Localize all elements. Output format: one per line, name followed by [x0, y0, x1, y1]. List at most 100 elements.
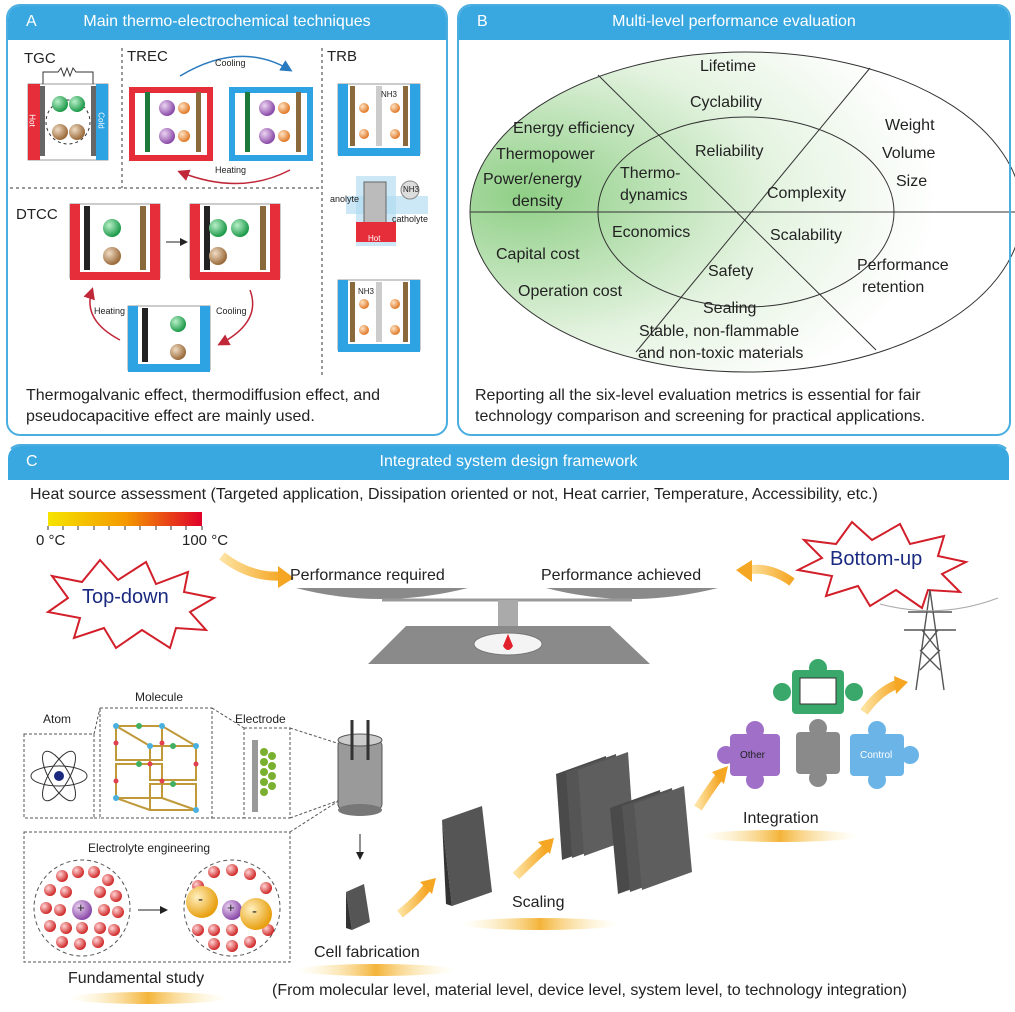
- power-tower: [879, 589, 999, 691]
- cation-symbol-right: +: [227, 900, 235, 915]
- metric-reliability: Reliability: [695, 143, 764, 160]
- label-hot-tgc: Hot: [27, 114, 37, 127]
- puzzle-other-label: Other: [740, 750, 766, 761]
- top-down-burst: [45, 558, 217, 650]
- scale-max-label: 100 °C: [182, 532, 229, 549]
- metric-safety: Safety: [708, 263, 754, 280]
- metric-power-energy: Power/energy: [483, 171, 582, 188]
- label-hot-flow: Hot: [368, 234, 381, 243]
- cation-symbol-left: +: [77, 900, 85, 915]
- bottom-up-label: Bottom-up: [830, 548, 923, 570]
- panel-b-title: Multi-level performance evaluation: [612, 13, 856, 30]
- cell-fabrication-glow: [296, 964, 456, 976]
- dtcc-heating-arrow: [83, 287, 121, 341]
- panel-b-banner: B Multi-level performance evaluation: [459, 6, 1009, 40]
- panel-a-title: Main thermo-electrochemical techniques: [83, 13, 371, 30]
- anion-symbol-left: -: [198, 891, 203, 908]
- top-down-arrow: [219, 552, 283, 581]
- tower-arrowhead: [894, 676, 908, 694]
- evaluation-oval: [469, 51, 1015, 373]
- single-cell: [346, 884, 370, 930]
- temperature-scale: [48, 512, 202, 526]
- metric-thermo: Thermo-: [620, 165, 681, 182]
- atom-box: [23, 733, 95, 819]
- metric-scalability: Scalability: [770, 227, 843, 244]
- atom-label: Atom: [43, 712, 72, 726]
- integration-glow: [700, 830, 860, 842]
- panel-b-letter: B: [477, 13, 488, 30]
- metric-complexity: Complexity: [767, 185, 847, 202]
- label-cooling: Cooling: [215, 58, 246, 68]
- electrode-box: [243, 727, 291, 819]
- performance-required: Performance required: [290, 567, 445, 584]
- electrode-label: Electrode: [235, 712, 286, 726]
- metric-lifetime: Lifetime: [700, 58, 757, 75]
- caption-a-1: Thermogalvanic effect, thermodiffusion e…: [26, 387, 380, 404]
- dtcc-cell-right: [189, 203, 281, 280]
- trb-cell-top: [337, 83, 421, 156]
- scale-arrowhead-1: [420, 878, 436, 894]
- anion-symbol-right: -: [252, 903, 257, 920]
- metric-sealing: Sealing: [703, 300, 757, 317]
- puzzle-right: [850, 721, 919, 789]
- metric-size: Size: [896, 173, 928, 190]
- molecule-label: Molecule: [135, 690, 184, 704]
- trb-cell-bottom: [337, 279, 421, 352]
- dtcc-cooling-arrow: [217, 289, 254, 346]
- cell-fabrication-label: Cell fabrication: [314, 944, 420, 961]
- cell-stack: [556, 752, 692, 894]
- metric-nontoxic: and non-toxic materials: [638, 345, 804, 362]
- panel-a-banner: A Main thermo-electrochemical techniques: [8, 6, 446, 40]
- metric-density: density: [512, 193, 563, 210]
- label-cooling-dtcc: Cooling: [216, 306, 247, 316]
- label-trb: TRB: [327, 48, 357, 65]
- electrolyte-box: [23, 831, 291, 963]
- metric-economics: Economics: [612, 224, 691, 241]
- panel-c-banner: C Integrated system design framework: [8, 446, 1009, 480]
- footer-levels: (From molecular level, material level, d…: [272, 982, 907, 999]
- label-nh3-bottom: NH3: [358, 287, 375, 296]
- trb-flow: [346, 176, 428, 246]
- caption-a-2: pseudocapacitive effect are mainly used.: [26, 408, 315, 425]
- panel-c-title: Integrated system design framework: [379, 453, 638, 470]
- panel-c-letter: C: [26, 453, 38, 470]
- molecule-box: [99, 707, 213, 819]
- scaling-label: Scaling: [512, 894, 565, 911]
- scaling-glow: [460, 918, 620, 930]
- top-down-arrowhead: [278, 566, 294, 588]
- label-trec: TREC: [127, 48, 168, 65]
- larger-cell: [442, 806, 492, 906]
- fundamental-glow: [68, 992, 228, 1004]
- label-cold-tgc: Cold: [96, 112, 106, 129]
- temperature-ticks: [47, 526, 203, 530]
- test-cell: [337, 720, 383, 816]
- dtcc-cell-left: [69, 203, 161, 280]
- puzzle-control-label: Control: [860, 750, 893, 761]
- panel-a-letter: A: [26, 13, 37, 30]
- integration-label: Integration: [743, 810, 819, 827]
- metric-dynamics: dynamics: [620, 187, 688, 204]
- metric-operation-cost: Operation cost: [518, 283, 623, 300]
- scale-min-label: 0 °C: [36, 532, 66, 549]
- panel-b: B Multi-level performance evaluation: [457, 4, 1011, 436]
- heat-source-assessment: Heat source assessment (Targeted applica…: [30, 486, 878, 503]
- dtcc-cell-bottom: [127, 305, 211, 372]
- scale-arrowhead-2: [538, 838, 554, 854]
- metric-energy-efficiency: Energy efficiency: [513, 120, 635, 137]
- puzzle-left: [717, 721, 780, 789]
- trec-cell-left: [129, 87, 213, 161]
- metric-weight: Weight: [885, 117, 935, 134]
- bottom-up-arrowhead: [736, 560, 752, 582]
- scale-arrow-2: [512, 844, 549, 880]
- metric-stable: Stable, non-flammable: [639, 323, 800, 340]
- label-dtcc: DTCC: [16, 206, 58, 223]
- label-heating-dtcc: Heating: [94, 306, 126, 316]
- label-anolyte: anolyte: [330, 194, 360, 204]
- integration-arrowhead: [712, 766, 728, 784]
- metric-cyclability: Cyclability: [690, 94, 763, 111]
- caption-b-2: technology comparison and screening for …: [475, 408, 926, 425]
- label-nh3-flow: NH3: [403, 185, 420, 194]
- bottom-up-burst: [794, 520, 969, 610]
- top-down-label: Top-down: [82, 586, 169, 608]
